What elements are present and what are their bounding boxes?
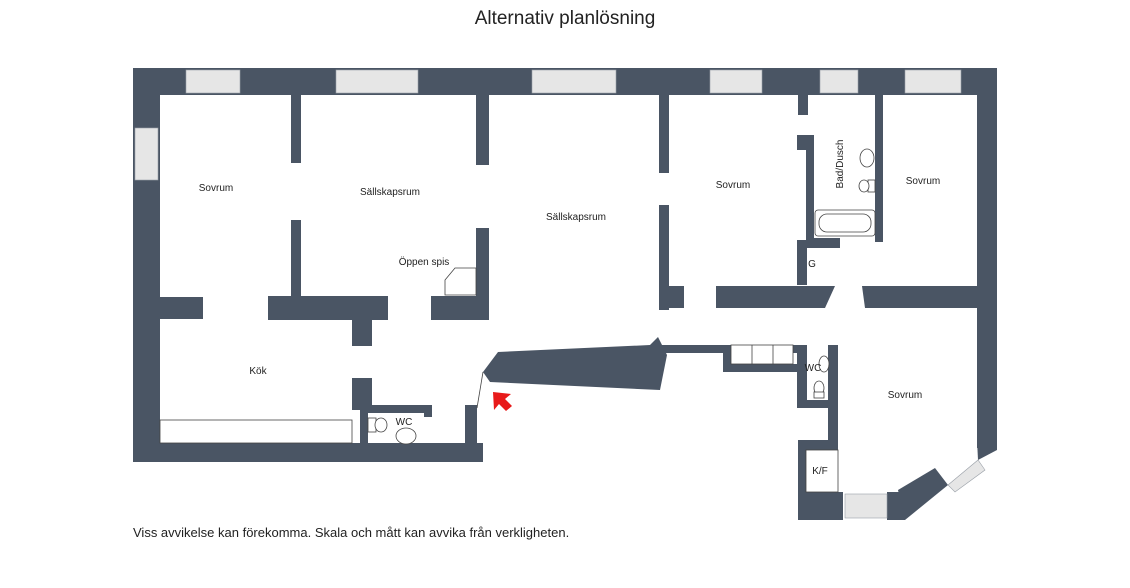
room-label-wc-1: WC	[396, 417, 413, 428]
room-label-wc-2: WC	[805, 363, 822, 374]
plan-title: Alternativ planlösning	[474, 8, 656, 29]
room-label-sovrum-4: Sovrum	[888, 390, 922, 401]
room-label-kf: K/F	[812, 466, 828, 477]
door-openings	[476, 371, 484, 409]
room-label-sovrum-1: Sovrum	[199, 183, 233, 194]
room-label-sallskapsrum-1: Sällskapsrum	[360, 187, 420, 198]
room-label-sovrum-2: Sovrum	[716, 180, 750, 191]
fixtures	[159, 148, 876, 493]
room-label-sallskapsrum-2: Sällskapsrum	[546, 212, 606, 223]
room-label-sovrum-3: Sovrum	[906, 176, 940, 187]
room-labels: Sovrum Sällskapsrum Sällskapsrum Sovrum …	[199, 140, 940, 477]
room-label-kok: Kök	[249, 366, 267, 377]
walls	[133, 68, 997, 520]
room-label-g: G	[808, 259, 816, 270]
room-label-oppen-spis: Öppen spis	[399, 256, 450, 268]
disclaimer-text: Viss avvikelse kan förekomma. Skala och …	[133, 525, 570, 540]
entrance-arrow-icon	[493, 392, 512, 411]
windows	[134, 69, 986, 519]
room-label-bad-dusch: Bad/Dusch	[835, 140, 846, 189]
